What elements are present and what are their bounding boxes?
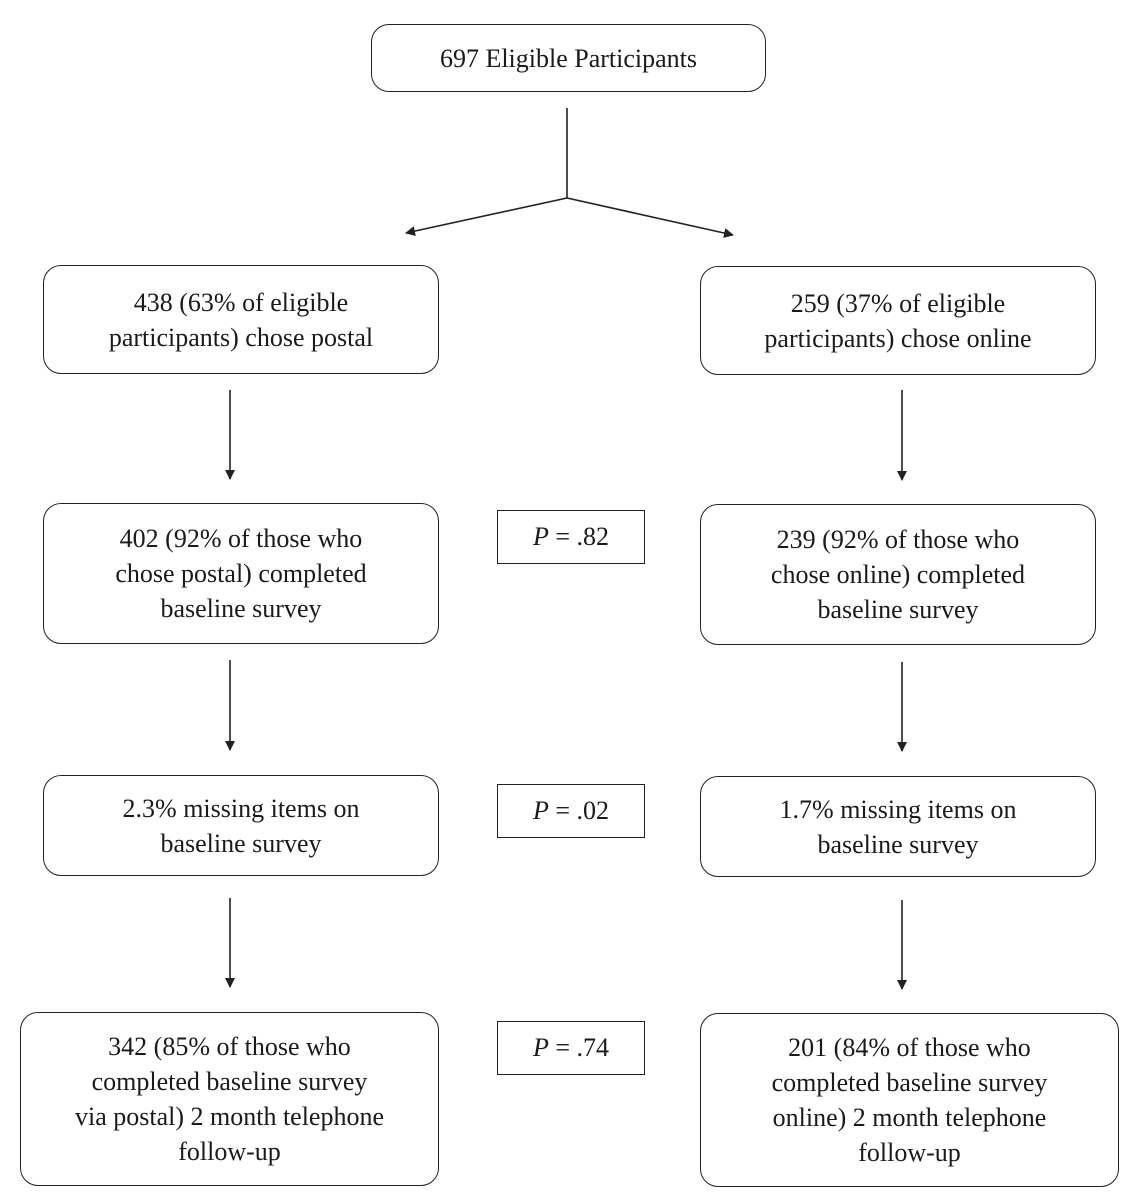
split-arrow-left [405, 197, 568, 236]
pvalue-label: P [532, 796, 549, 825]
pvalue-value: = .02 [555, 796, 610, 825]
pvalue-box-completion: P = .82 [497, 510, 645, 564]
eligible-participants-text: 697 Eligible Participants [439, 43, 698, 73]
postal-completed-text: 402 (92% of those who chose postal) comp… [115, 524, 367, 623]
postal-missing-box: 2.3% missing items on baseline survey [43, 775, 439, 876]
online-choice-box: 259 (37% of eligible participants) chose… [700, 266, 1096, 375]
online-choice-text: 259 (37% of eligible participants) chose… [764, 288, 1032, 353]
pvalue-box-missing: P = .02 [497, 784, 645, 838]
postal-choice-text: 438 (63% of eligible participants) chose… [108, 287, 374, 352]
postal-missing-text: 2.3% missing items on baseline survey [122, 793, 360, 858]
online-completed-text: 239 (92% of those who chose online) comp… [770, 525, 1026, 624]
pvalue-value: = .82 [555, 522, 610, 551]
online-missing-text: 1.7% missing items on baseline survey [779, 794, 1017, 859]
online-completed-box: 239 (92% of those who chose online) comp… [700, 504, 1096, 645]
online-followup-text: 201 (84% of those who completed baseline… [771, 1033, 1048, 1167]
online-followup-box: 201 (84% of those who completed baseline… [700, 1013, 1119, 1187]
postal-followup-box: 342 (85% of those who completed baseline… [20, 1012, 439, 1186]
pvalue-label: P [532, 522, 549, 551]
postal-choice-box: 438 (63% of eligible participants) chose… [43, 265, 439, 374]
eligible-participants-box: 697 Eligible Participants [371, 24, 766, 92]
pvalue-label: P [532, 1033, 549, 1062]
pvalue-value: = .74 [555, 1033, 610, 1062]
pvalue-box-followup: P = .74 [497, 1021, 645, 1075]
online-missing-box: 1.7% missing items on baseline survey [700, 776, 1096, 877]
split-arrow-right [566, 197, 734, 238]
postal-followup-text: 342 (85% of those who completed baseline… [74, 1032, 385, 1166]
postal-completed-box: 402 (92% of those who chose postal) comp… [43, 503, 439, 644]
